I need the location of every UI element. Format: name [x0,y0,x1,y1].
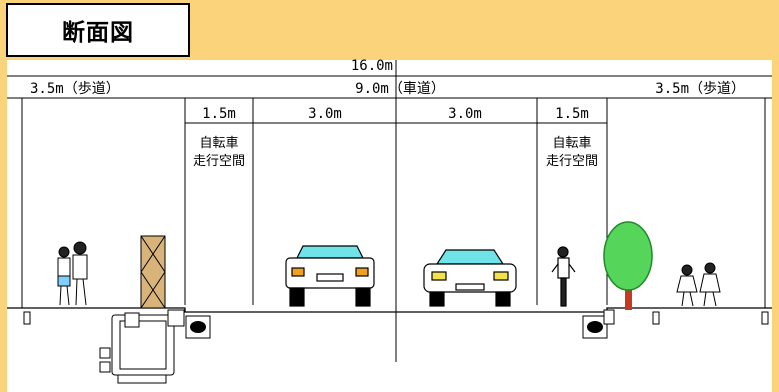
pedestrians-left [57,241,88,306]
bike-left-width-label: 1.5m [202,106,236,122]
bike-lane-right-label-1: 自転車 [552,136,591,151]
car-left [285,245,375,307]
total-width-label: 16.0m [351,58,393,74]
utility-box-left [99,309,185,384]
bike-right-width-label: 1.5m [555,106,589,122]
tree [603,221,653,310]
carriageway-label: 9.0m（車道） [355,80,445,97]
lane-right-width-label: 3.0m [448,106,482,122]
bike-lane-right-label-2: 走行空間 [546,154,598,169]
sidewalk-left-label: 3.5m（歩道） [30,81,120,97]
drain-right [582,309,615,339]
marker-left [23,311,31,325]
bike-lane-left-label-2: 走行空間 [193,154,245,169]
cyclist [551,246,576,307]
diagram-title: 断面図 [62,20,134,46]
lane-left-width-label: 3.0m [308,106,342,122]
ground-line [7,307,772,313]
marker-right-2 [761,311,769,325]
street-furniture [140,235,166,309]
marker-right-1 [652,311,660,325]
drain-left [185,315,211,339]
car-right [423,249,517,307]
pedestrians-right [676,262,721,307]
title-box: 断面図 [6,3,190,57]
bike-lane-left-label-1: 自転車 [199,136,238,151]
sidewalk-right-label: 3.5m（歩道） [655,81,745,97]
